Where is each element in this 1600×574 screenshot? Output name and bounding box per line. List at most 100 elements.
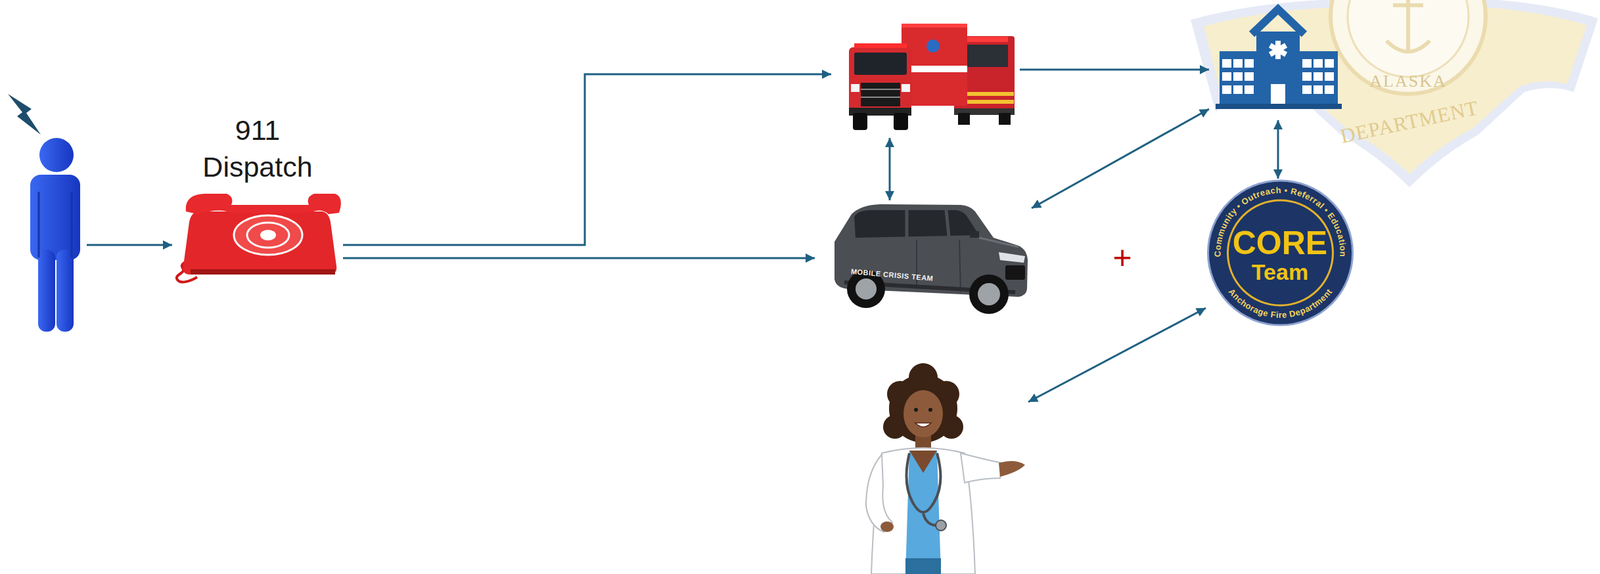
mobile-crisis-suv-part <box>969 274 1009 315</box>
ambulance-and-fire-engine-part <box>960 36 1008 43</box>
doctor-illustration-part <box>909 450 938 474</box>
hospital-icon-part-part <box>1222 59 1232 68</box>
hospital-icon-part-part <box>1233 85 1243 94</box>
hospital-icon-part-part <box>1233 72 1243 81</box>
hospital-icon-part-part <box>1302 59 1312 68</box>
ambulance-and-fire-engine-part <box>901 84 911 92</box>
hospital-icon-part-part <box>1324 72 1334 81</box>
flow-arrow <box>1019 68 1210 71</box>
doctor-illustration-part <box>998 461 1026 478</box>
plus-sign: + <box>1109 237 1136 278</box>
doctor-illustration-part <box>905 558 941 574</box>
hospital-icon-part-part <box>1313 72 1323 81</box>
caller-node <box>13 91 87 336</box>
mobile-crisis-suv-part <box>977 283 1001 306</box>
caller-figure-part <box>30 174 81 261</box>
hospital-icon-part-part <box>1233 59 1243 68</box>
mobile-crisis-suv-part <box>905 210 909 238</box>
ambulance-and-fire-engine-part <box>860 82 901 107</box>
doctor-illustration-part <box>931 453 941 506</box>
mobile-crisis-suv-part <box>855 278 877 300</box>
caller-figure-part <box>7 93 41 135</box>
mobile-crisis-suv-part <box>1005 265 1026 280</box>
flow-arrow <box>86 244 173 247</box>
flow-arrow <box>1028 308 1206 403</box>
caller-figure-part <box>56 249 74 332</box>
doctor-illustration-part <box>923 513 938 526</box>
caller-figure-part <box>70 191 73 258</box>
hospital-icon-part-part <box>1324 85 1334 94</box>
ambulance-and-fire-engine-part <box>854 43 907 48</box>
fire-badge-watermark-part-part <box>1406 0 1411 53</box>
hospital-icon-part-part <box>1222 85 1232 94</box>
hospital-icon-part-part <box>1268 43 1288 58</box>
core-team-node: Community • Outreach • Referral • Educat… <box>1205 178 1355 328</box>
hospital-icon-part-part <box>1222 72 1232 81</box>
doctor-illustration-part <box>906 453 916 506</box>
ambulance-and-fire-engine-part <box>901 23 968 28</box>
doctor-illustration-part <box>871 448 976 574</box>
ambulance-and-fire-engine-part <box>848 47 912 114</box>
vehicle-door-text: MOBILE CRISIS TEAM <box>850 267 934 284</box>
fire-badge-watermark-part-part <box>1393 3 1424 8</box>
watermark-text: ALASKA <box>1342 71 1474 92</box>
ambulance-and-fire-engine-part <box>960 44 1008 68</box>
doctor-illustration-part <box>915 423 932 428</box>
team-name: CORE Team <box>1227 226 1333 284</box>
hospital-icon-part-part <box>1313 85 1323 94</box>
red-telephone-part <box>233 215 303 255</box>
red-telephone-part <box>247 222 290 248</box>
caller-figure <box>7 93 81 332</box>
hospital-icon-part-part <box>1302 72 1312 81</box>
ambulance-and-fire-engine-part <box>860 96 901 98</box>
hospital-icon-part-part <box>1268 43 1288 58</box>
hospital-icon-part-part <box>1302 85 1312 94</box>
fire-badge-watermark-part <box>1347 0 1469 77</box>
flow-arrow <box>342 74 832 246</box>
hospital-icon-part <box>1219 51 1338 110</box>
doctor-illustration-part <box>914 505 932 513</box>
mobile-crisis-suv-part <box>854 210 980 238</box>
ambulance-and-fire-engine-part <box>958 113 970 125</box>
doctor-illustration <box>866 363 1026 574</box>
fire-badge-watermark-part <box>1330 0 1486 94</box>
mobile-crisis-suv-part <box>946 210 949 237</box>
fire-badge-watermark-part-part <box>1386 40 1430 52</box>
hospital-icon-part-part <box>1244 85 1254 94</box>
mobile-crisis-suv-part <box>998 252 1026 263</box>
hospital-icon-part-part <box>1244 59 1254 68</box>
ambulance-and-fire-engine-part <box>893 113 909 131</box>
red-telephone-part <box>190 269 336 275</box>
hospital-icon <box>1215 9 1342 110</box>
flow-arrow <box>889 137 892 201</box>
dispatch-node: 911 Dispatch <box>172 111 343 280</box>
doctor-illustration-part <box>903 390 943 438</box>
mobile-crisis-node: MOBILE CRISIS TEAM <box>814 200 1032 313</box>
doctor-illustration-part <box>905 450 941 574</box>
ambulance-and-fire-engine-part <box>850 84 860 92</box>
mobile-crisis-suv-part <box>969 231 980 238</box>
doctor-illustration-part <box>928 408 933 412</box>
doctor-illustration-part <box>939 415 964 439</box>
doctor-illustration-part <box>866 454 893 533</box>
ambulance-and-fire-engine-part <box>854 52 907 75</box>
fire-badge-watermark-part <box>1386 0 1430 53</box>
ambulance-and-fire-engine-part <box>926 39 940 53</box>
doctor-illustration-part <box>908 363 938 393</box>
hospital-icon-part-part <box>1313 59 1323 68</box>
doctor-node <box>847 374 1029 574</box>
hospital-node <box>1209 3 1348 121</box>
ambulance-node <box>831 19 1020 138</box>
mobile-crisis-suv-part <box>979 237 1019 248</box>
doctor-illustration-part <box>914 408 918 412</box>
ambulance-and-fire-engine <box>848 23 1015 131</box>
ambulance-and-fire-engine-part <box>852 113 868 131</box>
hospital-icon-part <box>1222 40 1334 104</box>
ambulance-and-fire-engine-part <box>998 113 1011 125</box>
red-telephone-part <box>260 229 276 241</box>
doctor-illustration-part <box>880 521 894 533</box>
ring-text: Anchorage Fire Department <box>1226 287 1335 320</box>
flow-arrow <box>1031 109 1210 209</box>
